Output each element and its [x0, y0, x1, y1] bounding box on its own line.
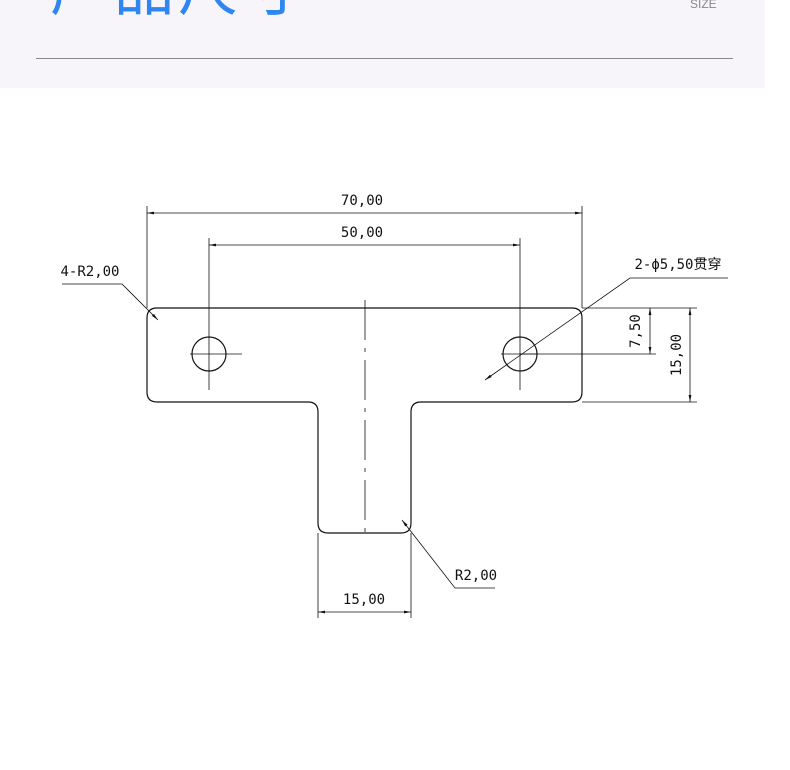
page-title: 产品尺寸 — [50, 0, 306, 20]
leader-holes — [484, 277, 728, 381]
label-plate-height: 15,00 — [669, 334, 685, 376]
page-subtitle: SIZE — [690, 0, 717, 11]
label-holes: 2-ϕ5,50贯穿 — [634, 257, 721, 273]
divider — [36, 58, 733, 59]
label-hole-offset: 7,50 — [628, 314, 644, 348]
label-stem-width: 15,00 — [343, 592, 385, 608]
label-hole-spacing: 50,00 — [341, 225, 383, 241]
leader-stem-radius — [401, 519, 495, 589]
label-stem-radius: R2,00 — [455, 568, 497, 584]
leader-corner — [62, 283, 159, 321]
label-overall-width: 70,00 — [341, 193, 383, 209]
header: 产品尺寸 SIZE — [0, 0, 765, 88]
label-corner-radius: 4-R2,00 — [60, 264, 119, 280]
part-outline — [146, 307, 583, 534]
